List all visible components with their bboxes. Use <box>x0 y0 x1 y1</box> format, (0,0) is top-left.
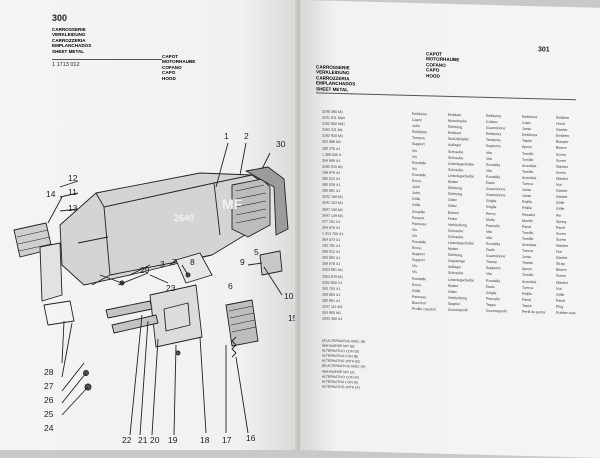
callout-16: 16 <box>246 433 256 443</box>
left-page-number: 300 <box>52 13 68 23</box>
subsection-title-it: COFANO <box>162 64 182 70</box>
diagram-logo: MF <box>222 196 243 212</box>
callout-9: 9 <box>240 257 245 267</box>
callout-27: 27 <box>44 381 54 391</box>
callout-28: 28 <box>44 367 54 377</box>
callout-13: 12 <box>68 173 78 183</box>
callout-12: 11 <box>68 187 77 197</box>
callout-19: 19 <box>168 435 178 445</box>
section-title-de: VERKLEIDUNG <box>52 32 86 38</box>
part-name-it: Gommaprofil <box>486 308 507 314</box>
alternative-note: ALTERNATIVE WITH (A) <box>322 384 360 390</box>
alternatives-notes: (A) ALTERNATIVE AVEC (B)WAHLWEISE MIT (B… <box>322 339 365 391</box>
exploded-parts-diagram: 2640 MF 1 2 30 12 11 13 14 3 7 8 9 5 10 … <box>13 131 298 445</box>
callout-7: 7 <box>172 257 177 267</box>
right-subsection-titles: CAPOT MOTORHAUBE COFANO CAPO HOOD <box>426 51 459 79</box>
callout-1: 1 <box>224 131 229 141</box>
callout-22: 22 <box>122 435 132 445</box>
callout-2: 2 <box>244 131 249 141</box>
section-title-en: SHEET METAL <box>316 86 349 92</box>
subsection-title-es: CAPO <box>162 70 176 76</box>
part-name-fr: Profilé caoutch. <box>412 306 437 312</box>
callout-30: 30 <box>276 139 286 149</box>
subsection-title-fr: CAPOT <box>162 54 179 59</box>
callout-26: 26 <box>44 395 54 405</box>
section-title-es: EMPLANCHADOS <box>52 43 92 49</box>
callout-23: 23 <box>166 283 176 293</box>
left-page: 300 CARROSSERIE VERKLEIDUNG CARROZZERIA … <box>0 0 300 450</box>
section-title-en: SHEET METAL <box>52 48 85 54</box>
callout-14: 13 <box>68 203 78 213</box>
diagram-badge: 2640 <box>174 213 194 223</box>
left-ref-number: 1 1713 012 <box>52 62 80 68</box>
callout-8: 8 <box>190 257 195 267</box>
left-section-titles: CARROSSERIE VERKLEIDUNG CARROZZERIA EMPL… <box>52 27 91 54</box>
part-name-es: Perfil de goma <box>522 309 546 315</box>
callout-11: 10 <box>284 291 294 301</box>
part-name-de: Gummiprofil <box>448 307 468 313</box>
callout-15: 14 <box>46 189 56 199</box>
left-subsection-titles: CAPOT MOTORHAUBE COFANO CAPO HOOD <box>162 54 195 81</box>
right-page: 301 CARROSSERIE VERKLEIDUNG CARROZZERIA … <box>300 0 600 458</box>
part-number: 3343 300 X1 <box>322 316 343 322</box>
header-rule-right <box>316 92 576 101</box>
callout-5: 5 <box>254 247 259 257</box>
subsection-title-de: MOTORHAUBE <box>162 59 196 65</box>
callout-21: 21 <box>138 435 148 445</box>
header-rule-left <box>52 59 162 60</box>
right-page-number: 301 <box>538 46 550 54</box>
callout-17: 17 <box>222 435 232 445</box>
callout-3: 3 <box>160 259 165 269</box>
lower-front-panel <box>149 284 203 348</box>
callout-24: 24 <box>44 423 54 433</box>
callout-25: 25 <box>44 409 54 419</box>
callout-6: 6 <box>228 281 233 291</box>
subsection-title-en: HOOD <box>162 75 176 81</box>
callout-18: 18 <box>200 435 210 445</box>
callout-10: 15 <box>288 313 298 323</box>
callout-29: 29 <box>140 265 150 275</box>
right-section-titles: CARROSSERIE VERKLEIDUNG CARROZZERIA EMPL… <box>316 64 355 92</box>
part-name-en: Rubber seal <box>556 310 576 316</box>
subsection-title-en: HOOD <box>426 72 440 79</box>
section-title-it: CARROZZERIA <box>52 37 86 43</box>
callout-20: 20 <box>150 435 160 445</box>
section-title-fr: CARROSSERIE <box>52 27 86 32</box>
